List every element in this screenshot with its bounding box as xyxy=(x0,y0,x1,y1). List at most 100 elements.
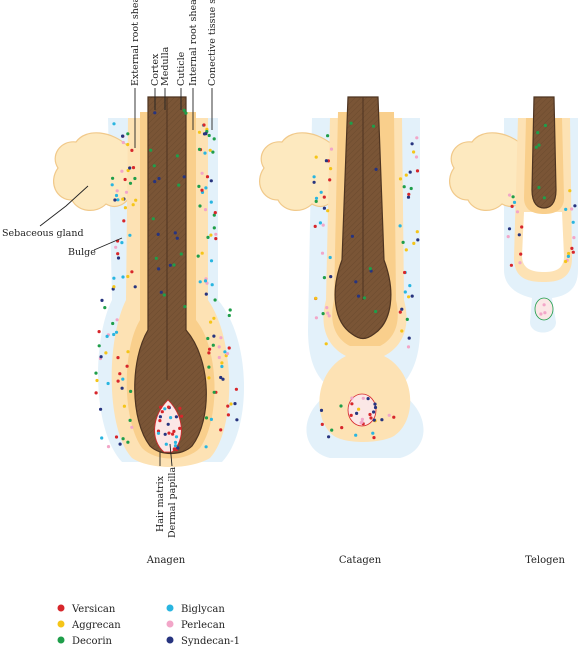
marker-dot xyxy=(156,431,161,435)
marker-dot xyxy=(217,355,221,360)
marker-dot xyxy=(227,313,231,318)
marker-dot xyxy=(350,234,354,238)
marker-dot xyxy=(371,124,376,128)
marker-dot xyxy=(212,213,216,217)
marker-dot xyxy=(319,190,323,194)
marker-dot xyxy=(152,164,156,168)
marker-dot xyxy=(510,204,514,208)
marker-dot xyxy=(200,171,204,175)
marker-dot xyxy=(97,330,101,334)
marker-dot xyxy=(156,429,161,433)
marker-dot xyxy=(151,217,155,221)
marker-dot xyxy=(130,148,134,152)
marker-dot xyxy=(112,276,116,280)
telogen-cavity xyxy=(522,212,564,272)
marker-dot xyxy=(329,275,333,279)
marker-dot xyxy=(204,416,209,420)
marker-dot xyxy=(196,254,200,258)
marker-dot xyxy=(173,231,177,235)
marker-dot xyxy=(212,316,216,320)
stage-label-anagen: Anagen xyxy=(146,555,186,566)
marker-dot xyxy=(116,256,121,260)
marker-dot xyxy=(233,402,237,406)
marker-dot xyxy=(174,415,178,419)
marker-dot xyxy=(126,440,130,444)
marker-dot xyxy=(99,355,103,359)
marker-dot xyxy=(100,298,104,302)
marker-dot xyxy=(118,442,122,446)
marker-dot xyxy=(324,159,328,163)
marker-dot xyxy=(328,255,332,260)
marker-dot xyxy=(324,342,328,346)
marker-dot xyxy=(200,188,204,192)
marker-dot xyxy=(95,378,99,383)
marker-dot xyxy=(412,241,416,245)
marker-dot xyxy=(567,251,571,256)
marker-dot xyxy=(105,334,109,338)
marker-dot xyxy=(213,211,217,215)
marker-dot xyxy=(183,305,187,309)
marker-dot xyxy=(129,389,133,393)
marker-dot xyxy=(225,352,230,356)
label-sebaceous-gland: Sebaceous gland xyxy=(2,228,84,239)
marker-dot xyxy=(212,390,216,394)
marker-dot xyxy=(536,131,540,135)
marker-dot xyxy=(518,261,522,265)
anagen-sebaceous-gland xyxy=(53,132,131,211)
marker-dot xyxy=(369,416,373,420)
marker-dot xyxy=(111,321,115,326)
marker-dot xyxy=(209,179,213,183)
marker-dot xyxy=(94,391,98,395)
marker-dot xyxy=(172,447,176,451)
marker-dot xyxy=(164,442,168,446)
marker-dot xyxy=(179,252,183,256)
marker-dot xyxy=(172,429,176,433)
marker-dot xyxy=(94,371,98,375)
marker-dot xyxy=(198,280,202,284)
marker-dot xyxy=(349,121,353,125)
legend: Versican Aggrecan Decorin Biglycan Perle… xyxy=(57,604,240,647)
legend-item-syndecan1: Syndecan-1 xyxy=(166,636,240,647)
legend-swatch-versican xyxy=(57,604,65,612)
marker-dot xyxy=(219,375,223,380)
marker-dot xyxy=(412,150,416,154)
marker-dot xyxy=(112,285,116,289)
marker-dot xyxy=(120,169,124,173)
marker-dot xyxy=(229,402,233,406)
marker-dot xyxy=(542,303,546,307)
marker-dot xyxy=(206,235,210,239)
marker-dot xyxy=(204,445,208,449)
marker-dot xyxy=(169,416,173,420)
marker-dot xyxy=(403,290,407,294)
marker-dot xyxy=(112,332,116,337)
marker-dot xyxy=(204,292,208,296)
stage-label-catagen: Catagen xyxy=(339,555,382,566)
marker-dot xyxy=(506,235,510,239)
legend-label-syndecan1: Syndecan-1 xyxy=(181,636,240,647)
marker-dot xyxy=(571,220,575,224)
marker-dot xyxy=(212,226,216,230)
marker-dot xyxy=(159,405,163,409)
marker-dot xyxy=(197,130,202,134)
marker-dot xyxy=(362,296,367,300)
marker-dot xyxy=(360,417,364,421)
marker-dot xyxy=(326,134,330,138)
marker-dot xyxy=(212,334,216,338)
telogen-marker-dots xyxy=(506,123,577,316)
marker-dot xyxy=(209,200,213,204)
marker-dot xyxy=(312,180,316,184)
marker-dot xyxy=(339,404,343,408)
marker-dot xyxy=(512,200,517,204)
marker-dot xyxy=(314,316,318,320)
label-internal-root-sheath: Internal root sheath xyxy=(188,0,199,86)
marker-dot xyxy=(116,198,120,202)
telogen-dermal-papilla xyxy=(534,297,554,321)
marker-dot xyxy=(203,279,208,283)
marker-dot xyxy=(372,436,376,440)
anagen-marker-dots xyxy=(94,108,239,452)
marker-dot xyxy=(133,285,137,289)
marker-dot xyxy=(126,132,130,136)
marker-dot xyxy=(405,317,409,321)
marker-dot xyxy=(543,123,548,128)
marker-dot xyxy=(568,189,572,193)
